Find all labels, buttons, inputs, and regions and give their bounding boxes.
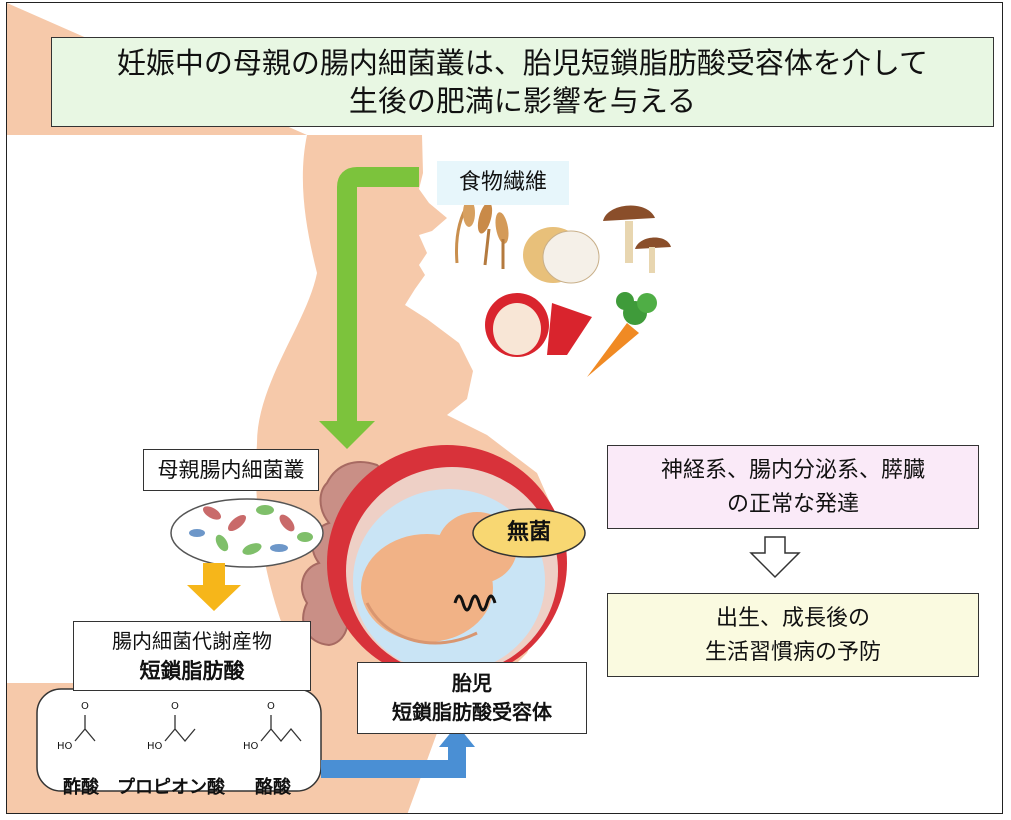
maternal-microbiota-box: 母親腸内細菌叢 [143,449,319,491]
butyric-ho: HO [243,741,259,752]
receptor-line-2: 短鎖脂肪酸受容体 [392,700,552,724]
apple-icon [485,293,592,357]
prevention-line-1: 出生、成長後の [715,606,870,631]
development-line-2: の正常な発達 [726,492,859,517]
mushroom-icon [603,205,671,273]
blue-arrow [321,745,466,778]
dietary-fiber-label: 食物繊維 [437,161,569,205]
butyric-acid-label: 酪酸 [255,777,291,798]
title-box: 妊娠中の母親の腸内細菌叢は、胎児短鎖脂肪酸受容体を介して 生後の肥満に影響を与え… [51,37,994,127]
title-line-2: 生後の肥満に影響を与える [348,84,697,118]
yellow-arrow [187,563,241,611]
prevention-box: 出生、成長後の 生活習慣病の予防 [607,593,979,677]
diagram-artwork [7,3,801,813]
butyric-o: O [267,701,275,712]
uterus [327,445,567,681]
propionic-ho: HO [147,741,163,752]
propionic-acid-label: プロピオン酸 [117,777,225,798]
metabolites-box: 腸内細菌代謝産物 短鎖脂肪酸 [73,621,311,691]
sterile-label: 無菌 [506,520,551,545]
acetic-acid-label: 酢酸 [63,777,99,798]
wheat-icon [455,199,509,269]
metabolites-line-2: 短鎖脂肪酸 [139,659,245,683]
acetic-ho: HO [57,741,73,752]
development-box: 神経系、腸内分泌系、膵臓 の正常な発達 [607,445,979,529]
bacteria-icons [189,505,313,555]
prevention-line-2: 生活習慣病の予防 [704,640,881,665]
maternal-microbiota-label: 母親腸内細菌叢 [157,458,305,482]
carrot-icon [587,292,657,377]
development-line-1: 神経系、腸内分泌系、膵臓 [660,458,925,483]
onion-icon [523,227,600,284]
acetic-o: O [81,701,89,712]
metabolites-line-1: 腸内細菌代謝産物 [112,629,272,653]
sterile-ellipse [472,508,586,558]
receptor-line-1: 胎児 [452,671,492,695]
green-arrow [337,167,419,423]
fetal-receptor-box: 胎児 短鎖脂肪酸受容体 [357,662,587,734]
figure-frame: 妊娠中の母親の腸内細菌叢は、胎児短鎖脂肪酸受容体を介して 生後の肥満に影響を与え… [6,2,1003,814]
propionic-o: O [171,701,179,712]
title-line-1: 妊娠中の母親の腸内細菌叢は、胎児短鎖脂肪酸受容体を介して [116,46,929,80]
hollow-down-arrow [749,536,801,579]
